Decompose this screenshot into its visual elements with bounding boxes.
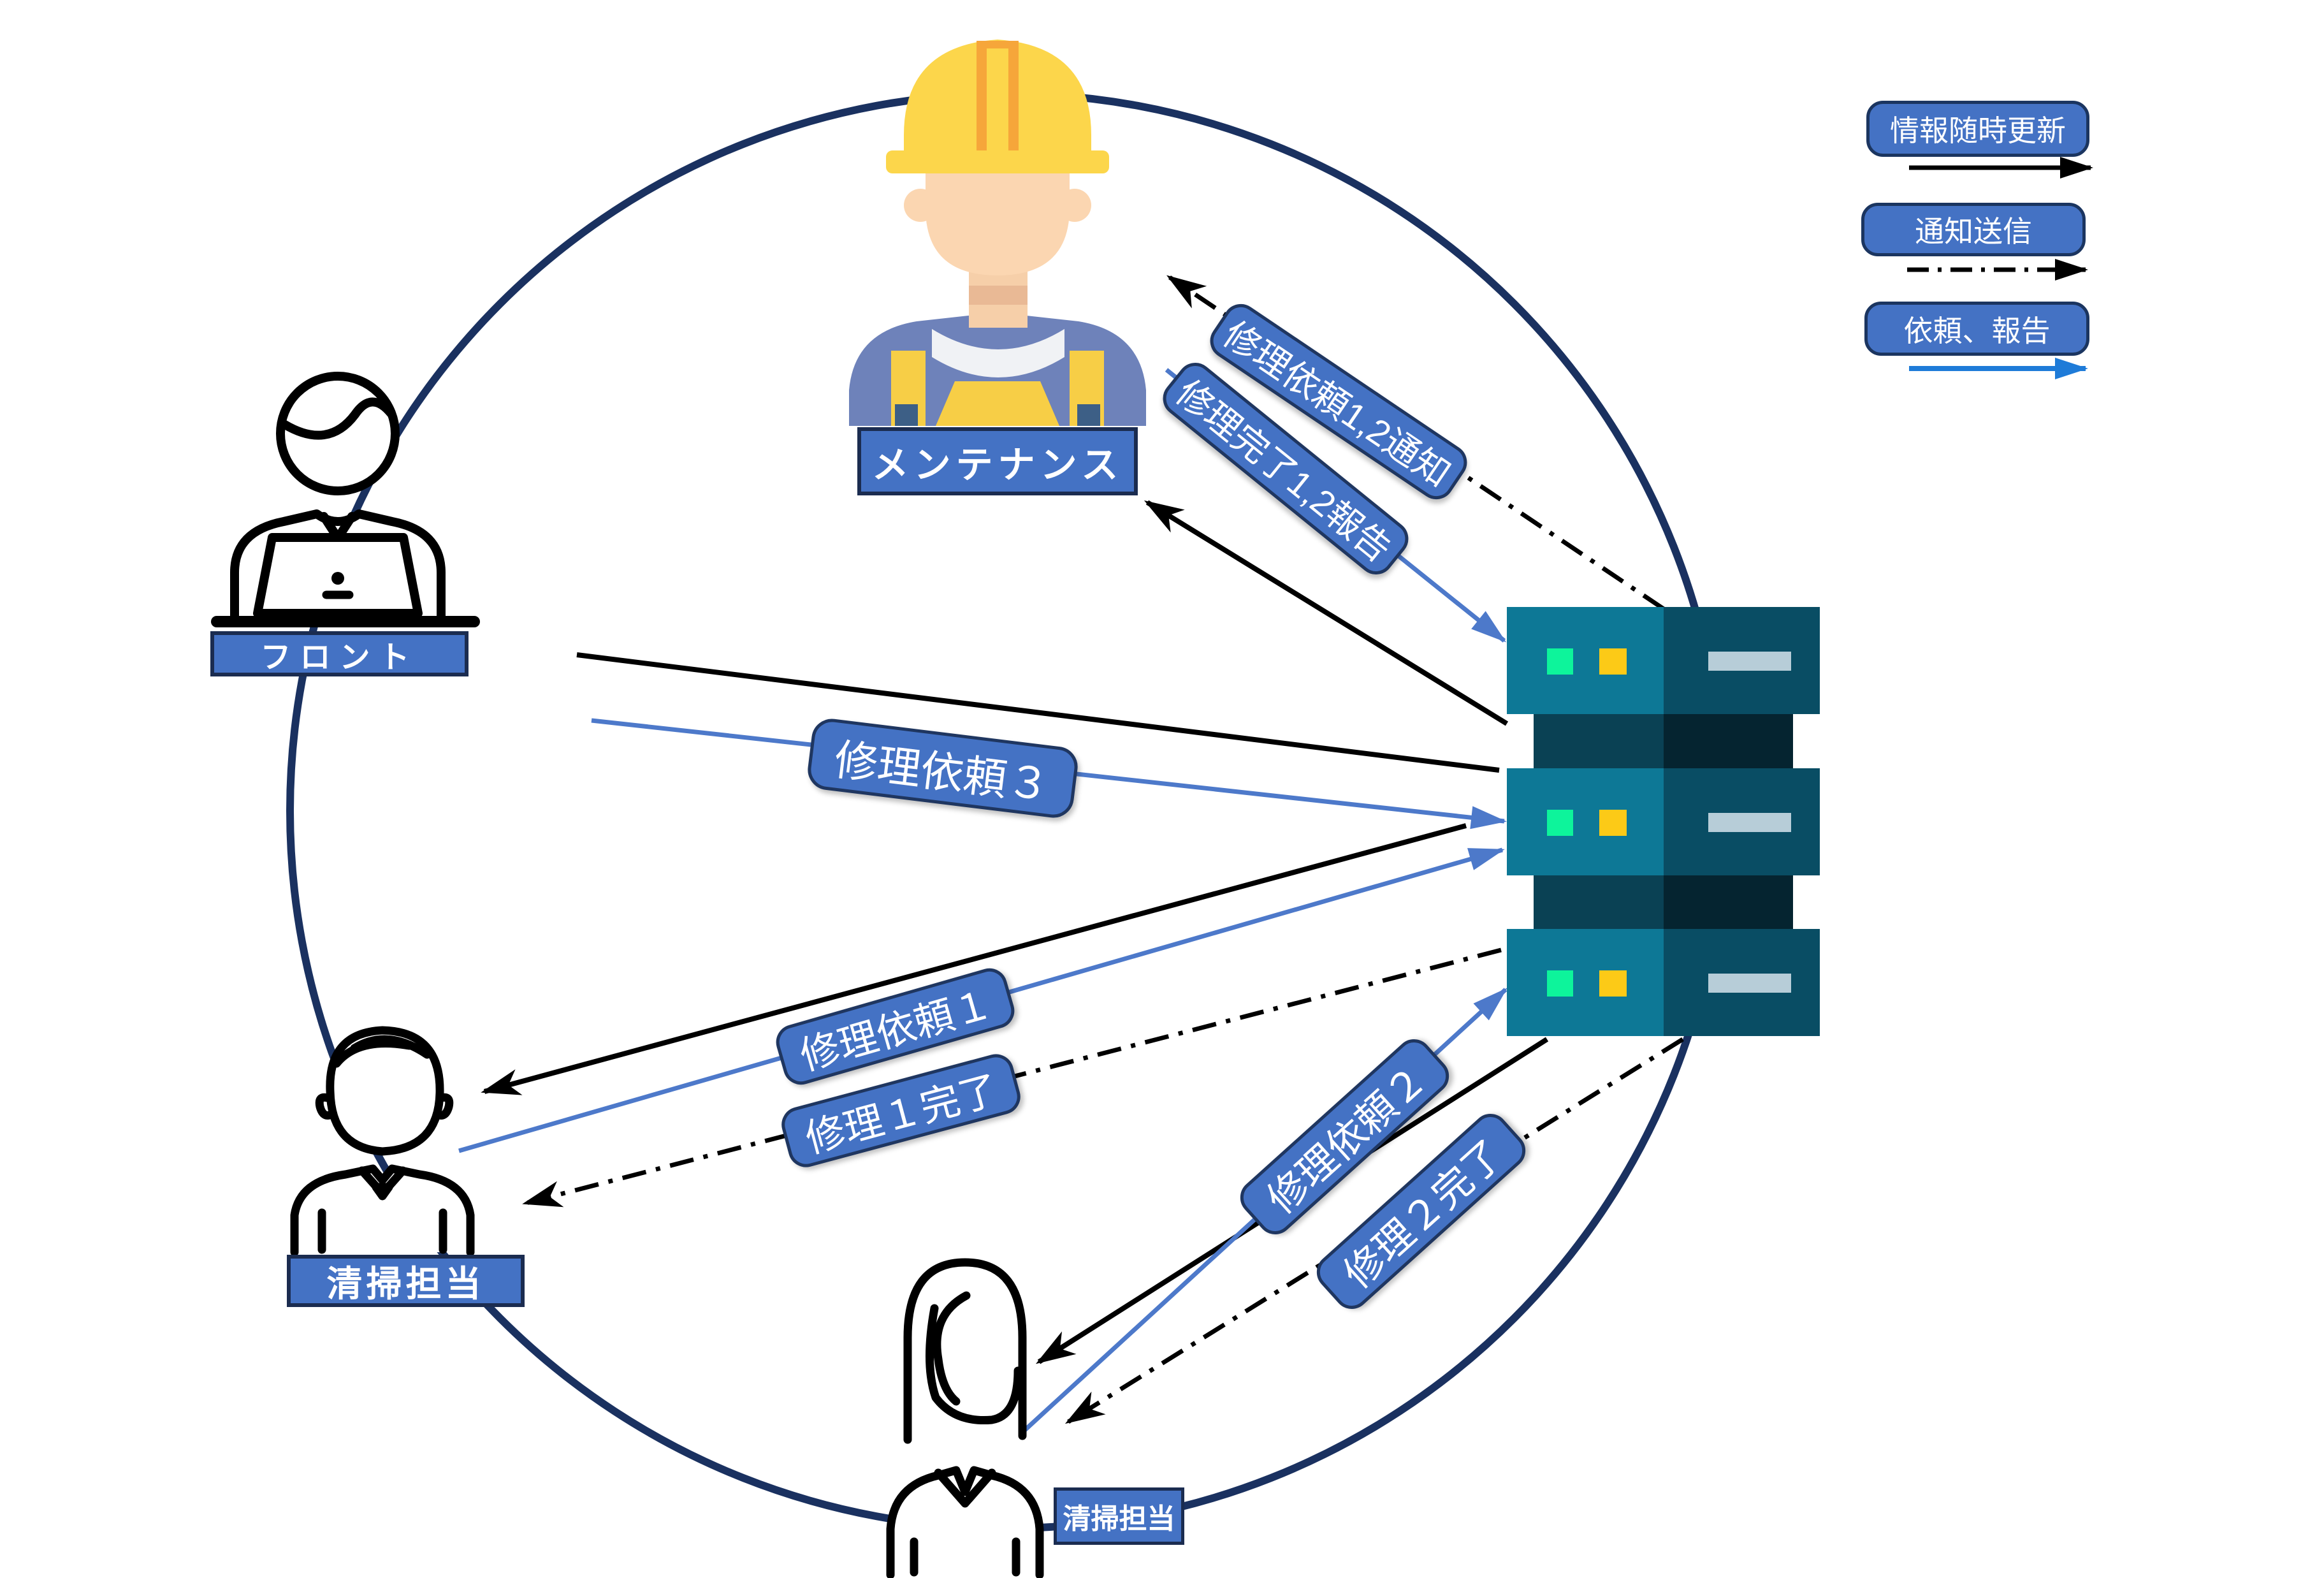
server-led-green (1547, 648, 1573, 675)
server-connector (1664, 875, 1793, 929)
legend-item-notify: 通知送信 (1861, 203, 2086, 256)
server-led-green (1547, 810, 1573, 836)
maintenance-worker-icon (849, 40, 1146, 426)
front-desk-person-icon (211, 372, 480, 627)
cleaning-staff-male-icon (290, 1026, 475, 1257)
server-vent (1708, 813, 1791, 832)
maintenance-label-plate: メンテナンス (857, 427, 1138, 495)
server-vent (1708, 652, 1791, 671)
info-update-line-front (576, 652, 1500, 773)
cleaner2-label: 清掃担当 (1063, 1503, 1175, 1535)
cleaning-staff-female-icon (886, 1258, 1044, 1578)
server-stack-icon (1507, 607, 1820, 1036)
cleaner2-label-plate: 清掃担当 (1054, 1487, 1184, 1545)
server-connector (1534, 714, 1664, 768)
legend-item-info-update: 情報随時更新 (1866, 101, 2089, 157)
legend-arrows (1907, 157, 2093, 379)
server-led-yellow (1599, 810, 1627, 836)
server-vent (1708, 974, 1791, 993)
cleaner1-label: 清掃担当 (326, 1263, 485, 1304)
front-label: フロント (260, 640, 419, 675)
info-update-arrows (481, 500, 1549, 1364)
legend-label: 情報随時更新 (1890, 114, 2066, 147)
legend-label: 依頼、報告 (1903, 314, 2051, 347)
legend-item-request-report: 依頼、報告 (1864, 302, 2089, 356)
info-update-arrow-to-maintenance (1144, 500, 1509, 726)
server-led-yellow (1599, 970, 1627, 997)
legend-label: 通知送信 (1915, 215, 2032, 248)
front-label-plate: フロント (210, 631, 468, 676)
cleaner1-label-plate: 清掃担当 (287, 1255, 525, 1307)
server-unit (1507, 768, 1664, 875)
server-unit (1507, 929, 1664, 1036)
server-connector (1534, 875, 1664, 929)
server-led-yellow (1599, 648, 1627, 675)
server-connector (1664, 714, 1793, 768)
server-unit (1507, 607, 1664, 714)
info-update-arrow-to-cleaner1 (481, 823, 1467, 1095)
server-led-green (1547, 970, 1573, 997)
maintenance-label: メンテナンス (871, 444, 1124, 486)
